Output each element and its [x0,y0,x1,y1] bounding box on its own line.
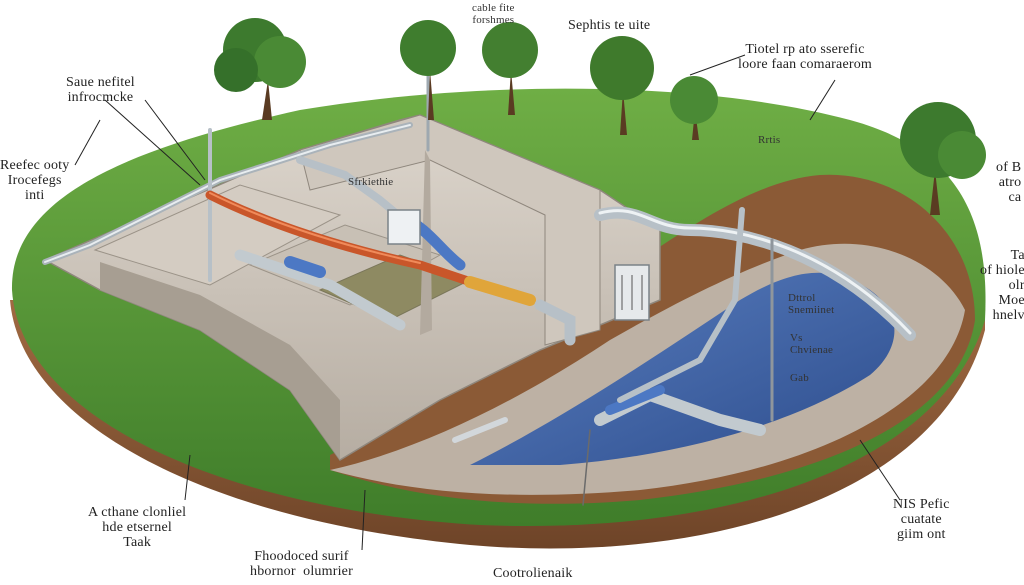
leader-left-upper [74,119,101,166]
perimeter-pipe-highlight [44,124,411,263]
tree-right [900,102,986,215]
label-tank-water-3: Gab [790,372,809,384]
label-top-center: Sephtis te uite [568,18,651,33]
label-right-upper: of B atro ca [996,160,1022,205]
tree-left [214,18,306,120]
leader-lines [74,54,901,551]
leader-bottom-left [184,454,191,501]
leader-top-right [689,54,746,76]
label-top-center-small: cable fite forshmes [472,2,515,26]
hot-inlet-pipe [205,190,485,290]
label-top-left: Saue nefitel infrocmcke [66,75,135,105]
sump-pipe [452,417,508,443]
tank-front-face [100,262,340,460]
tree-center-2 [482,22,538,115]
hot-inlet-pipe-highlight [209,192,421,264]
label-bottom-center-left: Fhoodoced surif hbornor olumrier [250,549,353,579]
label-tank-water-2: Vs Chvienae [790,332,834,356]
label-bottom-center: Cootrolienaik [493,566,573,581]
yellow-coupling [464,276,536,306]
tree-center-4 [670,76,718,140]
outlet-pipe-highlight [598,209,912,335]
pump-unit [387,209,421,245]
soil-probe [582,429,591,506]
label-tank-inner: Sfrkiethie [348,176,394,188]
outlet-pipe [594,206,916,341]
tree-center-1 [400,20,456,120]
leader-top-left [104,99,201,186]
leader-bottom-center [361,489,366,551]
tank-divider-wall [420,150,432,335]
label-bottom-left: A cthane clonliel hde etsernel Taak [88,505,187,550]
label-left-upper: Reefec ooty Irocefegs inti [0,158,70,203]
tank-compartment-left [93,184,342,286]
blue-distribution-pipe [605,385,665,415]
leader-bottom-right [859,439,901,501]
label-right-middle: Ta of hiole olr Moe hnelv [980,248,1024,323]
inlet-pipe-main [234,249,406,331]
control-panel-wires [621,275,643,310]
label-right-grass: Rrtis [758,134,781,146]
vertical-drain-pipe [617,207,745,403]
drop-pipe [534,299,576,346]
label-tank-water-1: Dttrol Snemiinet [788,292,835,316]
label-top-right: Tiotel rp ato sserefic loore faan comara… [738,42,873,72]
tree-center-3 [590,36,654,135]
leader-top-right-2 [809,79,836,121]
inlet-pipe-blue [284,256,326,278]
leader-top-left-2 [144,99,206,181]
label-bottom-right: NIS Pefic cuatate giim ont [893,497,950,542]
